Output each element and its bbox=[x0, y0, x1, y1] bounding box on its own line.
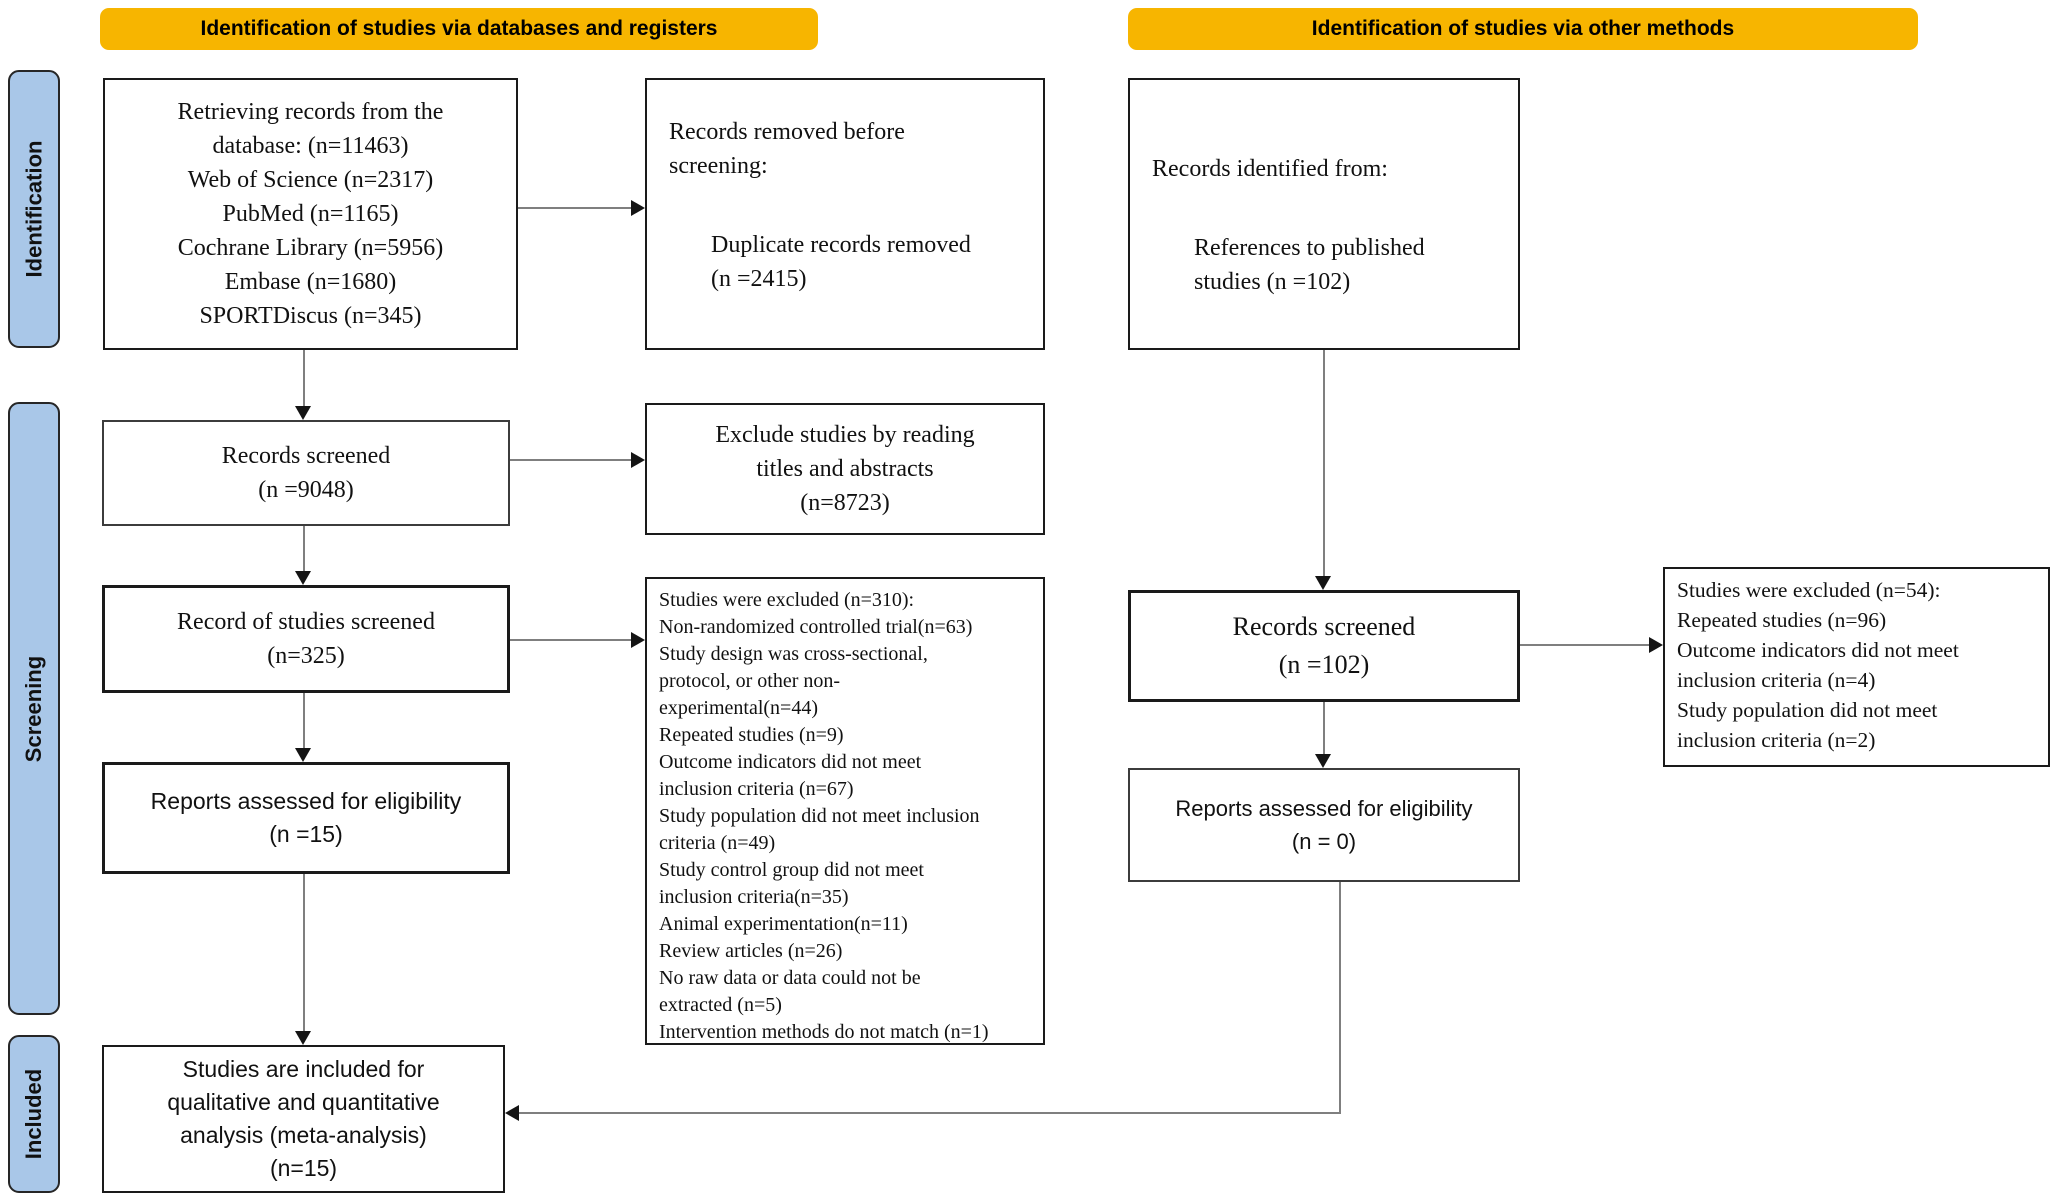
box-included-final: Studies are included for qualitative and… bbox=[102, 1045, 505, 1193]
box-studies-excluded-54-text: Studies were excluded (n=54): Repeated s… bbox=[1677, 578, 1959, 752]
arrow-line-other-screened-to-excluded-54 bbox=[1520, 644, 1649, 646]
box-other-identified: Records identified from: References to p… bbox=[1128, 78, 1520, 350]
arrowhead-other-screened-to-excluded-54 bbox=[1649, 637, 1663, 653]
box-reports-assessed-db-text: Reports assessed for eligibility (n =15) bbox=[150, 788, 462, 847]
stage-label-included: Included bbox=[8, 1035, 60, 1193]
arrow-line-other-reports-elbow-vertical bbox=[1339, 882, 1341, 1114]
arrowhead-other-reports-to-included bbox=[505, 1105, 519, 1121]
arrow-line-record-to-excluded-310 bbox=[510, 639, 631, 641]
header-other-methods: Identification of studies via other meth… bbox=[1128, 8, 1918, 50]
box-removed-before-screening-detail: Duplicate records removed (n =2415) bbox=[711, 232, 971, 292]
stage-label-identification-text: Identification bbox=[21, 140, 47, 278]
arrow-line-other-reports-elbow-horizontal bbox=[519, 1112, 1341, 1114]
box-records-screened-other: Records screened (n =102) bbox=[1128, 590, 1520, 702]
arrowhead-record-to-excluded-310 bbox=[631, 632, 645, 648]
box-database-identified-text: Retrieving records from the database: (n… bbox=[177, 99, 444, 329]
header-other-methods-label: Identification of studies via other meth… bbox=[1311, 17, 1735, 40]
box-database-identified: Retrieving records from the database: (n… bbox=[103, 78, 518, 350]
arrowhead-screened-to-record-of-studies bbox=[295, 571, 311, 585]
stage-label-included-text: Included bbox=[21, 1068, 47, 1160]
box-reports-assessed-other: Reports assessed for eligibility (n = 0) bbox=[1128, 768, 1520, 882]
box-records-screened-db: Records screened (n =9048) bbox=[102, 420, 510, 526]
box-studies-excluded-310: Studies were excluded (n=310): Non-rando… bbox=[645, 577, 1045, 1045]
stage-label-identification: Identification bbox=[8, 70, 60, 348]
stage-label-screening: Screening bbox=[8, 402, 60, 1015]
arrow-line-db-to-screened bbox=[303, 350, 305, 408]
arrow-line-screened-to-excluded-abstracts bbox=[510, 459, 631, 461]
header-databases-registers-label: Identification of studies via databases … bbox=[200, 17, 718, 40]
box-record-of-studies-screened-text: Record of studies screened (n=325) bbox=[177, 609, 435, 669]
arrowhead-db-to-removed bbox=[631, 200, 645, 216]
box-records-screened-db-text: Records screened (n =9048) bbox=[221, 443, 391, 503]
header-databases-registers: Identification of studies via databases … bbox=[100, 8, 818, 50]
box-other-identified-title: Records identified from: bbox=[1152, 156, 1388, 182]
box-removed-before-screening-title: Records removed before screening: bbox=[669, 119, 905, 179]
arrow-line-other-screened-to-reports bbox=[1323, 702, 1325, 755]
box-records-screened-other-text: Records screened (n =102) bbox=[1232, 612, 1416, 679]
arrow-line-screened-to-record-of-studies bbox=[303, 526, 305, 572]
box-excluded-titles-abstracts: Exclude studies by reading titles and ab… bbox=[645, 403, 1045, 535]
arrowhead-other-screened-to-reports bbox=[1315, 754, 1331, 768]
box-reports-assessed-other-text: Reports assessed for eligibility (n = 0) bbox=[1175, 796, 1473, 854]
box-other-identified-detail: References to published studies (n =102) bbox=[1194, 235, 1425, 295]
box-studies-excluded-54: Studies were excluded (n=54): Repeated s… bbox=[1663, 567, 2050, 767]
box-included-final-text: Studies are included for qualitative and… bbox=[167, 1056, 440, 1181]
box-removed-before-screening: Records removed before screening: Duplic… bbox=[645, 78, 1045, 350]
box-record-of-studies-screened: Record of studies screened (n=325) bbox=[102, 585, 510, 693]
arrowhead-record-to-reports bbox=[295, 748, 311, 762]
arrowhead-reports-to-included bbox=[295, 1031, 311, 1045]
arrowhead-db-to-screened bbox=[295, 406, 311, 420]
box-excluded-titles-abstracts-text: Exclude studies by reading titles and ab… bbox=[715, 422, 975, 516]
box-studies-excluded-310-text: Studies were excluded (n=310): Non-rando… bbox=[659, 589, 989, 1043]
arrow-line-record-to-reports bbox=[303, 693, 305, 749]
arrow-line-reports-to-included bbox=[303, 874, 305, 1032]
box-reports-assessed-db: Reports assessed for eligibility (n =15) bbox=[102, 762, 510, 874]
arrow-line-other-identified-to-screened bbox=[1323, 350, 1325, 577]
stage-label-screening-text: Screening bbox=[21, 655, 46, 762]
arrowhead-other-identified-to-screened bbox=[1315, 576, 1331, 590]
arrowhead-screened-to-excluded-abstracts bbox=[631, 452, 645, 468]
arrow-line-db-to-removed bbox=[518, 207, 633, 209]
